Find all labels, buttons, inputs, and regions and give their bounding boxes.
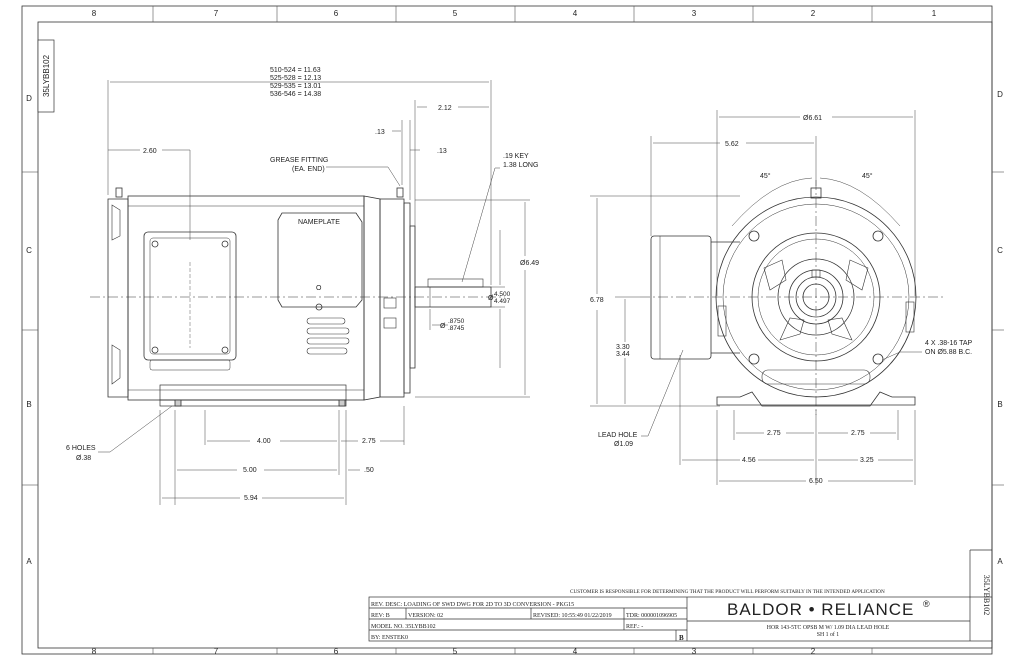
sheet-count: SH 1 of 1 — [817, 631, 839, 638]
zone-col-top: 1 — [932, 9, 937, 18]
angle-45-left: 45° — [760, 172, 771, 180]
brand-logo: BALDOR • RELIANCE — [727, 600, 914, 619]
side-label-box: 35LYBB102 — [37, 39, 55, 113]
revised-date: REVISED: 10:55:49 01/22/2019 — [533, 613, 612, 619]
dim-3-30: 3.30 — [616, 344, 630, 351]
zone-row-right: B — [997, 400, 1002, 409]
zone-col-bottom: 8 — [92, 647, 97, 656]
disclaimer: CUSTOMER IS RESPONSIBLE FOR DETERMINING … — [570, 589, 885, 595]
grease-each-label: (EA. END) — [292, 166, 325, 173]
zone-row-labels: D C B A D C B A — [26, 90, 1003, 566]
lead-hole-label-2: Ø1.09 — [614, 441, 633, 448]
title-block: CUSTOMER IS RESPONSIBLE FOR DETERMINING … — [368, 549, 993, 642]
zone-col-bottom: 3 — [692, 647, 697, 656]
tap-label-1: 4 X .38-16 TAP — [925, 340, 973, 347]
holes-label-2: Ø.38 — [76, 455, 91, 462]
nameplate-label: NAMEPLATE — [298, 219, 340, 226]
grease-fitting-label: GREASE FITTING — [270, 157, 328, 164]
lead-hole-label-1: LEAD HOLE — [598, 432, 638, 439]
dim-2-75-right: 2.75 — [851, 430, 865, 437]
end-view-labels: Ø6.61 5.62 45° 45° 6.78 3.30 3.44 LEAD H… — [590, 115, 973, 485]
zone-col-top: 5 — [453, 9, 458, 18]
length-note-3: 529-535 = 13.01 — [270, 83, 321, 90]
dim-13-b: .13 — [437, 148, 447, 155]
tap-label-2: ON Ø5.88 B.C. — [925, 349, 972, 356]
dim-4-00: 4.00 — [257, 438, 271, 445]
zone-col-top: 2 — [811, 9, 816, 18]
zone-row-left: A — [26, 557, 32, 566]
side-view-labels: 510-524 = 11.63 525-528 = 12.13 529-535 … — [66, 67, 539, 502]
dim-5-62: 5.62 — [725, 141, 739, 148]
zone-col-top: 6 — [334, 9, 339, 18]
dim-5-00: 5.00 — [243, 467, 257, 474]
zone-col-bottom: 2 — [811, 647, 816, 656]
dim-50: .50 — [364, 467, 374, 474]
model-number: MODEL NO. 35LYBB102 — [371, 624, 436, 630]
shaft-dia-sym: Ø — [488, 295, 494, 302]
end-view — [640, 180, 945, 415]
ref: REF.: - — [626, 624, 643, 630]
length-note-2: 525-528 = 12.13 — [270, 75, 321, 82]
nameplate-o: O — [316, 285, 322, 292]
dim-2-75-side: 2.75 — [362, 438, 376, 445]
dim-2-12: 2.12 — [438, 105, 452, 112]
dia-6-61: Ø6.61 — [803, 115, 822, 122]
length-note-1: 510-524 = 11.63 — [270, 67, 321, 74]
shaft-dia-1: 4.500 — [494, 291, 511, 298]
dim-13-a: .13 — [375, 129, 385, 136]
zone-row-right: A — [997, 557, 1003, 566]
dim-6-78: 6.78 — [590, 297, 604, 304]
end-view-dimension-lines — [590, 110, 922, 485]
zone-row-right: D — [997, 90, 1003, 99]
bore-dia-1: .8750 — [448, 318, 465, 325]
zone-row-left: B — [26, 400, 31, 409]
dim-3-44: 3.44 — [616, 351, 630, 358]
zone-col-top: 7 — [214, 9, 219, 18]
dim-5-94: 5.94 — [244, 495, 258, 502]
rev-desc: REV. DESC: LOADING OF SWD DWG FOR 2D TO … — [371, 602, 574, 608]
drawn-by: BY: ENSTEK0 — [371, 635, 408, 641]
dim-4-56: 4.56 — [742, 457, 756, 464]
rev: REV: B — [371, 613, 390, 619]
dim-6-50: 6.50 — [809, 478, 823, 485]
sheet-size-letter: B — [679, 634, 684, 642]
zone-row-left: C — [26, 246, 32, 255]
version: VERSION: 02 — [408, 613, 443, 619]
side-view — [90, 187, 505, 407]
angle-45-right: 45° — [862, 172, 873, 180]
zone-column-labels: 8 7 6 5 4 3 2 1 8 7 6 5 4 3 2 — [92, 9, 937, 656]
key-label-2: 1.38 LONG — [503, 162, 538, 169]
zone-col-bottom: 4 — [573, 647, 578, 656]
holes-label-1: 6 HOLES — [66, 445, 96, 452]
zone-col-top: 8 — [92, 9, 97, 18]
key-label-1: .19 KEY — [503, 153, 529, 160]
zone-row-left: D — [26, 94, 32, 103]
zone-col-top: 3 — [692, 9, 697, 18]
zone-row-right: C — [997, 246, 1003, 255]
zone-col-bottom: 7 — [214, 647, 219, 656]
bore-dia-sym: Ø — [440, 323, 446, 330]
length-note-4: 536-546 = 14.38 — [270, 91, 321, 98]
zone-col-bottom: 6 — [334, 647, 339, 656]
zone-col-bottom: 5 — [453, 647, 458, 656]
side-view-dimension-lines — [98, 80, 530, 505]
dim-3-25: 3.25 — [860, 457, 874, 464]
zone-ticks — [22, 6, 1004, 654]
part-description: HOR 143-5TC OPSB M W/ 1.09 DIA LEAD HOLE — [767, 625, 890, 631]
zone-col-top: 4 — [573, 9, 578, 18]
bore-dia-2: .8745 — [448, 325, 465, 332]
dim-2-60: 2.60 — [143, 148, 157, 155]
sheet-border — [21, 5, 993, 655]
dia-6-49: Ø6.49 — [520, 260, 539, 267]
brand-registered-mark: ® — [923, 599, 930, 609]
dim-2-75-left: 2.75 — [767, 430, 781, 437]
side-label: 35LYBB102 — [42, 54, 51, 97]
drawing-stamp: 35LYBB102 — [982, 575, 991, 616]
tdr-number: TDR: 000001096905 — [626, 613, 677, 619]
shaft-dia-2: 4.497 — [494, 298, 511, 305]
